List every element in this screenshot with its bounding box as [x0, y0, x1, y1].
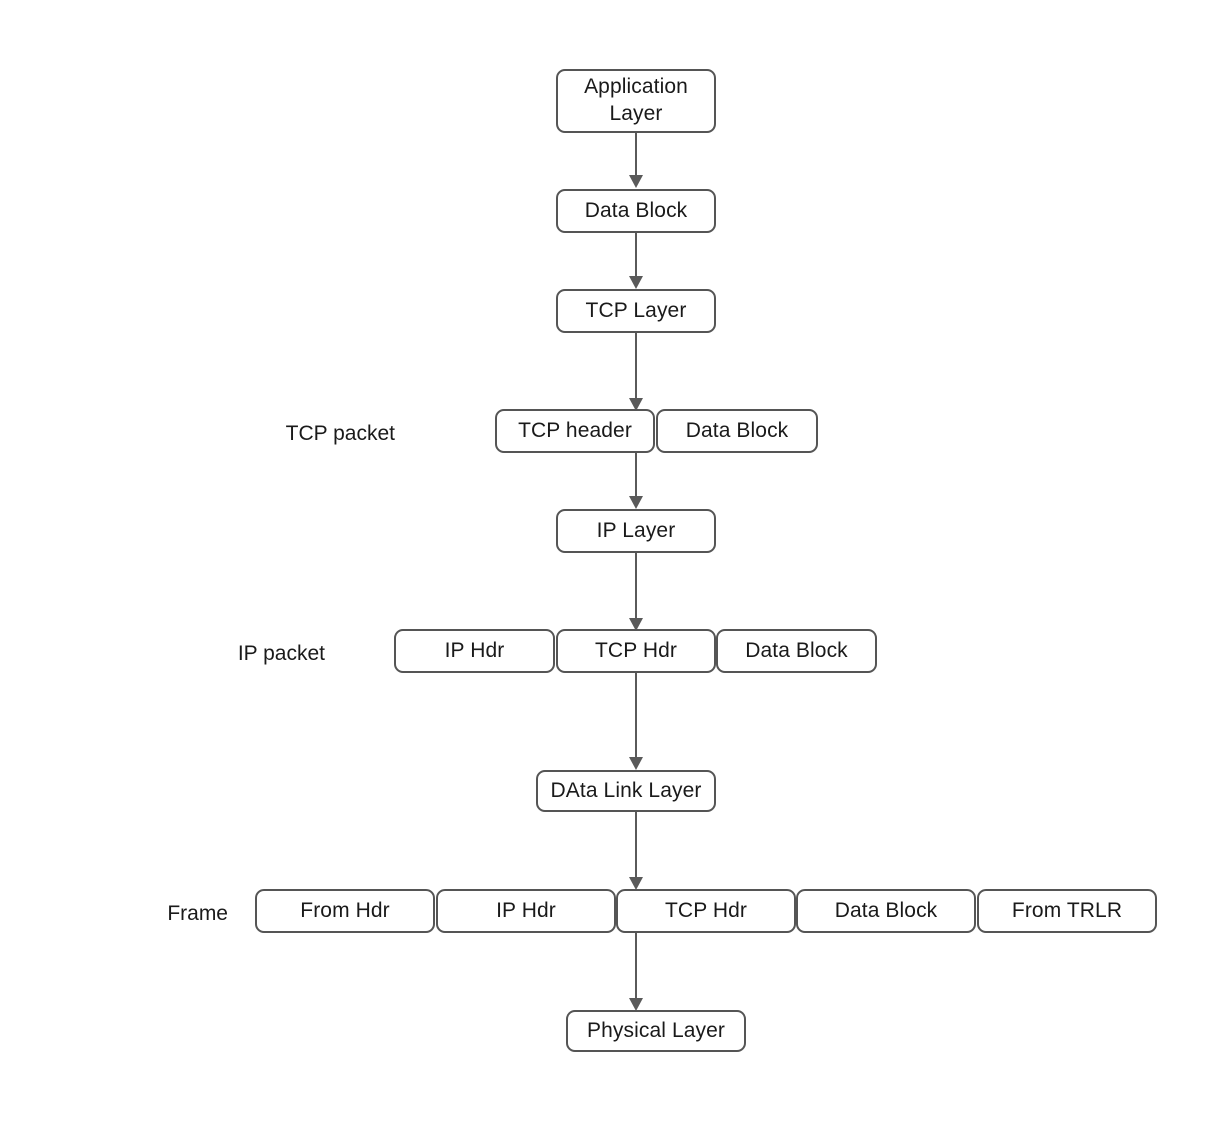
ip-packet-field-ip-hdr: IP Hdr [394, 629, 555, 673]
tcp-packet-field-tcp-header: TCP header [495, 409, 655, 453]
arrow-ip-packet-to-data-link-layer [628, 673, 644, 770]
node-data-block-top: Data Block [556, 189, 716, 233]
arrow-data-link-layer-to-frame [628, 812, 644, 890]
frame-field-from-trlr: From TRLR [977, 889, 1157, 933]
arrow-tcp-layer-to-tcp-packet [628, 333, 644, 411]
frame-field-data-block: Data Block [796, 889, 976, 933]
arrow-datablock-to-tcp-layer [628, 233, 644, 289]
ip-packet-field-tcp-hdr: TCP Hdr [556, 629, 716, 673]
row-label-ip-packet: IP packet [237, 641, 325, 665]
frame-field-from-hdr: From Hdr [255, 889, 435, 933]
ip-packet-field-data-block: Data Block [716, 629, 877, 673]
arrow-tcp-packet-to-ip-layer [628, 453, 644, 509]
node-application-layer: Application Layer [556, 69, 716, 133]
row-label-frame: Frame [167, 901, 228, 925]
frame-field-ip-hdr: IP Hdr [436, 889, 616, 933]
arrow-ip-layer-to-ip-packet [628, 553, 644, 631]
node-tcp-layer: TCP Layer [556, 289, 716, 333]
row-label-tcp-packet: TCP packet [285, 421, 395, 445]
tcp-packet-field-data-block: Data Block [656, 409, 818, 453]
arrow-application-to-datablock [628, 133, 644, 188]
frame-field-tcp-hdr: TCP Hdr [616, 889, 796, 933]
node-ip-layer: IP Layer [556, 509, 716, 553]
node-data-link-layer: DAta Link Layer [536, 770, 716, 812]
arrow-frame-to-physical-layer [628, 933, 644, 1011]
node-physical-layer: Physical Layer [566, 1010, 746, 1052]
